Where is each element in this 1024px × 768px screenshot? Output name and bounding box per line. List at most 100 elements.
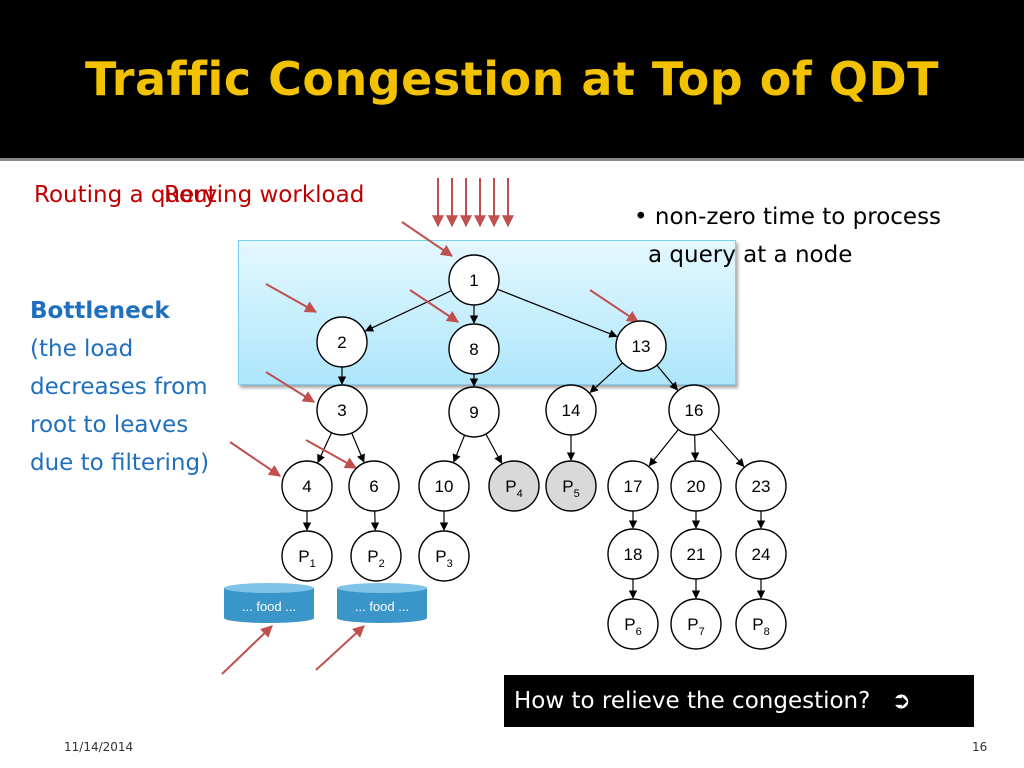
peer-node: P2 xyxy=(350,530,402,582)
tree-edge xyxy=(370,510,380,531)
red-query-arrow xyxy=(229,441,281,477)
bullet-text: a query at a node xyxy=(648,242,853,268)
peer-node: P4 xyxy=(488,460,540,512)
tree-node: 20 xyxy=(670,460,722,512)
tree-edge xyxy=(452,434,466,463)
node-label: 8 xyxy=(469,340,478,359)
node-circle xyxy=(448,386,500,438)
node-label: P3 xyxy=(435,547,452,570)
node-label: 18 xyxy=(624,545,643,564)
bullet-list: • non-zero time to process a query at a … xyxy=(634,198,941,274)
tree-node: 9 xyxy=(448,386,500,438)
red-query-arrow xyxy=(315,625,365,671)
congestion-question-callout: How to relieve the congestion? ➲ xyxy=(504,675,974,727)
node-circle xyxy=(735,528,787,580)
routing-workload-label: Routing workload xyxy=(164,182,365,208)
header-divider xyxy=(0,158,1024,161)
tree-node: 24 xyxy=(735,528,787,580)
tree-node: 16 xyxy=(668,384,720,436)
node-circle xyxy=(448,323,500,375)
tree-edge xyxy=(656,364,678,391)
bottleneck-line: due to filtering) xyxy=(30,450,210,476)
node-label: 13 xyxy=(632,337,651,356)
node-label: P4 xyxy=(505,477,522,500)
node-label: P1 xyxy=(298,547,315,570)
node-label: P8 xyxy=(752,615,769,638)
node-circle xyxy=(670,598,722,650)
node-circle xyxy=(350,530,402,582)
node-circle xyxy=(316,316,368,368)
peer-node: P8 xyxy=(735,598,787,650)
callout-text: How to relieve the congestion? xyxy=(514,688,871,714)
node-circle xyxy=(316,384,368,436)
peer-node: P7 xyxy=(670,598,722,650)
node-circle xyxy=(670,528,722,580)
node-circle xyxy=(735,460,787,512)
tree-node: 23 xyxy=(735,460,787,512)
database-icon: ... food ... xyxy=(224,583,314,623)
node-circle xyxy=(281,460,333,512)
tree-edge xyxy=(589,362,623,394)
node-circle xyxy=(448,254,500,306)
node-label: 21 xyxy=(687,545,706,564)
node-circle xyxy=(668,384,720,436)
tree-edge xyxy=(351,432,365,463)
slide-date: 11/14/2014 xyxy=(64,740,134,754)
slide-title: Traffic Congestion at Top of QDT xyxy=(84,52,940,106)
right-arrow-icon: ➲ xyxy=(891,688,911,714)
node-label: 24 xyxy=(752,545,771,564)
tree-node: 3 xyxy=(316,384,368,436)
node-circle xyxy=(281,530,333,582)
tree-node: 1 xyxy=(448,254,500,306)
node-label: P5 xyxy=(562,477,579,500)
node-circle xyxy=(670,460,722,512)
peer-node: P6 xyxy=(607,598,659,650)
node-circle xyxy=(615,320,667,372)
bullet-item: • non-zero time to process xyxy=(634,204,942,230)
tree-node: 4 xyxy=(281,460,333,512)
node-label: 9 xyxy=(469,403,478,422)
node-label: P7 xyxy=(687,615,704,638)
tree-edge xyxy=(648,429,679,467)
bullet-item-continued: a query at a node xyxy=(634,236,941,274)
node-label: 23 xyxy=(752,477,771,496)
tree-node: 13 xyxy=(615,320,667,372)
node-circle xyxy=(735,598,787,650)
peer-node: P3 xyxy=(418,530,470,582)
node-circle xyxy=(545,460,597,512)
red-query-arrow xyxy=(305,439,358,469)
tree-edge xyxy=(317,432,333,464)
bullet-text: non-zero time to process xyxy=(654,204,942,230)
peer-node: P5 xyxy=(545,460,597,512)
tree-edge xyxy=(710,428,745,468)
red-query-arrow xyxy=(265,371,316,403)
node-label: 20 xyxy=(687,477,706,496)
tree-node: 21 xyxy=(670,528,722,580)
tree-node: 2 xyxy=(316,316,368,368)
node-label: 14 xyxy=(562,401,581,420)
node-circle xyxy=(607,528,659,580)
routing-query-label: Routing a query xyxy=(34,182,218,208)
tree-edge xyxy=(690,434,700,461)
bottleneck-note: Bottleneck (the load decreases from root… xyxy=(30,292,209,482)
node-circle xyxy=(545,384,597,436)
red-query-arrow xyxy=(589,289,639,323)
tree-node: 8 xyxy=(448,323,500,375)
node-circle xyxy=(418,530,470,582)
slide-header xyxy=(0,0,1024,158)
tree-node: 6 xyxy=(348,460,400,512)
node-label: 6 xyxy=(369,477,378,496)
node-label: 4 xyxy=(302,477,311,496)
tree-node: 14 xyxy=(545,384,597,436)
node-circle xyxy=(607,598,659,650)
node-label: 16 xyxy=(685,401,704,420)
node-label: 17 xyxy=(624,477,643,496)
node-label: 3 xyxy=(337,401,346,420)
node-label: 1 xyxy=(469,271,478,290)
red-query-arrow xyxy=(265,283,318,313)
database-icon: ... food ... xyxy=(337,583,427,623)
bottleneck-line: root to leaves xyxy=(30,412,189,438)
tree-node: 17 xyxy=(607,460,659,512)
red-query-arrow xyxy=(409,289,459,323)
